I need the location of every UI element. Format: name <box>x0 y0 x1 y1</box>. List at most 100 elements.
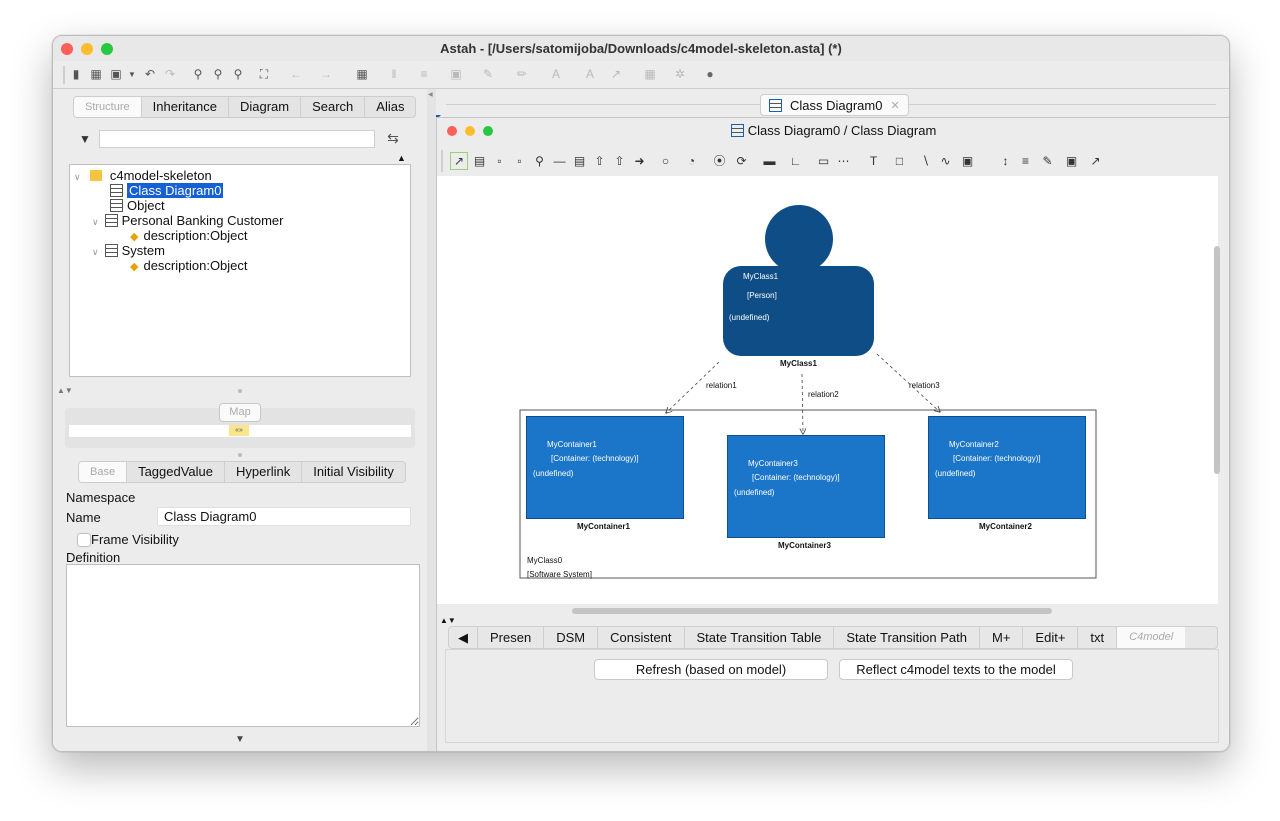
redo-icon[interactable]: ↷ <box>164 67 176 81</box>
zoom-in-icon[interactable]: ⚲ <box>213 67 223 81</box>
divider-tool-icon[interactable]: ≡ <box>1021 153 1029 168</box>
font-color-icon[interactable]: A <box>551 67 560 81</box>
tab-structure[interactable]: Structure <box>74 97 142 117</box>
layout-icon[interactable]: ▦ <box>644 67 656 81</box>
collapse-left-icon[interactable]: ◀ <box>428 92 433 98</box>
relation3-arrow[interactable] <box>876 353 940 412</box>
subsystem-tool-icon[interactable]: ▫ <box>517 153 522 168</box>
text-tool-icon[interactable]: T <box>869 153 878 168</box>
zoom-fit-icon[interactable]: ⚲ <box>193 67 203 81</box>
tab-alias[interactable]: Alias <box>376 99 405 114</box>
relation2-arrow[interactable] <box>802 373 803 434</box>
image-tool-icon[interactable]: ▣ <box>961 153 974 168</box>
close-window-button[interactable] <box>61 43 73 55</box>
note-anchor-tool-icon[interactable]: ∟ <box>789 153 802 168</box>
splitter-arrows-icon[interactable]: ▲▼ <box>440 616 456 625</box>
tab-state-transition-table[interactable]: State Transition Table <box>685 627 835 648</box>
collapse-arrow-icon[interactable]: ▲ <box>397 153 406 163</box>
tree-item-class-diagram[interactable]: Class Diagram0 <box>110 183 224 198</box>
tree-item-personal-banking-customer[interactable]: ∨Personal Banking Customer <box>92 213 284 228</box>
association-tool-icon[interactable]: — <box>553 153 566 168</box>
link-tool-icon[interactable]: ↗ <box>1090 153 1101 168</box>
frame-visibility-checkbox[interactable] <box>77 533 91 547</box>
tab-edit-plus[interactable]: Edit+ <box>1023 627 1079 648</box>
splitter-handle[interactable] <box>238 453 242 457</box>
back-icon[interactable]: ← <box>290 67 302 81</box>
pin-tool-icon[interactable]: ✎ <box>1042 153 1053 168</box>
tab-consistent[interactable]: Consistent <box>598 627 685 648</box>
open-folder-icon[interactable]: ▦ <box>90 67 102 81</box>
zoom-window-button[interactable] <box>101 43 113 55</box>
tab-taggedvalue[interactable]: TaggedValue <box>127 462 226 482</box>
horizontal-scrollbar[interactable] <box>572 608 1052 614</box>
map-viewport-badge[interactable]: «» <box>229 425 249 436</box>
person-head[interactable] <box>765 205 833 273</box>
vertical-scrollbar[interactable] <box>1214 246 1220 474</box>
diagram-canvas[interactable]: MyClass1 [Person] (undefined) MyClass1 r… <box>437 176 1218 604</box>
software-system-boundary[interactable] <box>519 409 1097 579</box>
forward-icon[interactable]: → <box>320 67 332 81</box>
tab-txt[interactable]: txt <box>1078 627 1118 648</box>
connector-icon[interactable]: ↗ <box>610 67 622 81</box>
tab-m-plus[interactable]: M+ <box>980 627 1024 648</box>
tree-item-system[interactable]: ∨System <box>92 243 165 258</box>
frame-tool-icon[interactable]: ▣ <box>1065 153 1078 168</box>
tab-diagram[interactable]: Diagram <box>229 97 302 117</box>
tab-base[interactable]: Base <box>79 462 128 482</box>
tab-presen[interactable]: Presen <box>478 627 545 648</box>
name-field[interactable]: Class Diagram0 <box>157 507 411 526</box>
note-tool-icon[interactable]: ▭ <box>817 153 830 168</box>
save-dropdown-icon[interactable]: ▼ <box>128 69 136 79</box>
realization-tool-icon[interactable]: ⇧ <box>614 153 625 168</box>
tab-search[interactable]: Search <box>301 97 366 117</box>
tree-root[interactable]: ∨ c4model-skeleton <box>74 168 212 183</box>
filter-input[interactable] <box>99 130 375 148</box>
interface-tool-icon[interactable]: ⚲ <box>535 153 544 168</box>
expand-down-icon[interactable]: ▼ <box>235 734 245 745</box>
tree-item-object[interactable]: Object <box>110 198 165 213</box>
select-tool-icon[interactable]: ↗ <box>450 152 468 170</box>
font-size-icon[interactable]: A <box>585 67 594 81</box>
sync-icon[interactable]: ⇆ <box>387 130 399 146</box>
map-tab[interactable]: Map <box>219 403 261 422</box>
tab-c4model[interactable]: C4model <box>1117 627 1186 648</box>
tab-initial-visibility[interactable]: Initial Visibility <box>313 464 394 479</box>
tab-state-transition-path[interactable]: State Transition Path <box>834 627 980 648</box>
splitter-handle[interactable] <box>238 389 242 393</box>
close-tab-icon[interactable]: ✕ <box>890 99 900 112</box>
container-mycontainer1[interactable]: MyContainer1 [Container: (technology)] (… <box>526 416 684 519</box>
reflect-button[interactable]: Reflect c4model texts to the model <box>839 659 1073 680</box>
stack-icon[interactable]: ▣ <box>450 67 462 81</box>
undo-icon[interactable]: ↶ <box>144 67 156 81</box>
fit-window-icon[interactable]: ⛶ <box>259 66 269 81</box>
space-tool-icon[interactable]: ↕ <box>1002 153 1009 168</box>
container-mycontainer3[interactable]: MyContainer3 [Container: (technology)] (… <box>727 435 885 538</box>
tabs-scroll-left-icon[interactable]: ◀ <box>449 627 478 648</box>
line-draw-tool-icon[interactable]: ∖ <box>921 153 930 168</box>
association-class-tool-icon[interactable]: ▤ <box>573 153 586 168</box>
expand-icon[interactable]: ∨ <box>74 172 81 182</box>
line-tool-icon[interactable]: ⋯ <box>837 153 850 168</box>
entity-tool-icon[interactable]: ▬ <box>763 153 776 168</box>
tree-item-attribute[interactable]: ◆description:Object <box>130 228 248 243</box>
curve-tool-icon[interactable]: ∿ <box>940 153 951 168</box>
maximize-diagram-button[interactable] <box>483 126 493 136</box>
interface-required-tool-icon[interactable]: ◔ <box>687 153 696 168</box>
expand-icon[interactable]: ∨ <box>92 217 99 227</box>
tab-dsm[interactable]: DSM <box>544 627 599 648</box>
rectangle-tool-icon[interactable]: □ <box>895 153 904 168</box>
boundary-tool-icon[interactable]: ⦿ <box>713 154 726 168</box>
control-tool-icon[interactable]: ⟳ <box>736 153 747 168</box>
minimize-diagram-button[interactable] <box>465 126 475 136</box>
tab-inheritance[interactable]: Inheritance <box>142 97 229 117</box>
definition-textarea[interactable] <box>66 564 420 727</box>
class-tool-icon[interactable]: ▤ <box>473 153 486 168</box>
expand-icon[interactable]: ∨ <box>92 247 99 257</box>
panel-divider[interactable]: ◀ <box>427 89 436 751</box>
generalization-tool-icon[interactable]: ⇧ <box>594 153 605 168</box>
tab-hyperlink[interactable]: Hyperlink <box>225 462 303 482</box>
filter-icon[interactable]: ▼ <box>79 132 91 146</box>
zoom-out-icon[interactable]: ⚲ <box>233 67 243 81</box>
close-diagram-button[interactable] <box>447 126 457 136</box>
refresh-button[interactable]: Refresh (based on model) <box>594 659 828 680</box>
